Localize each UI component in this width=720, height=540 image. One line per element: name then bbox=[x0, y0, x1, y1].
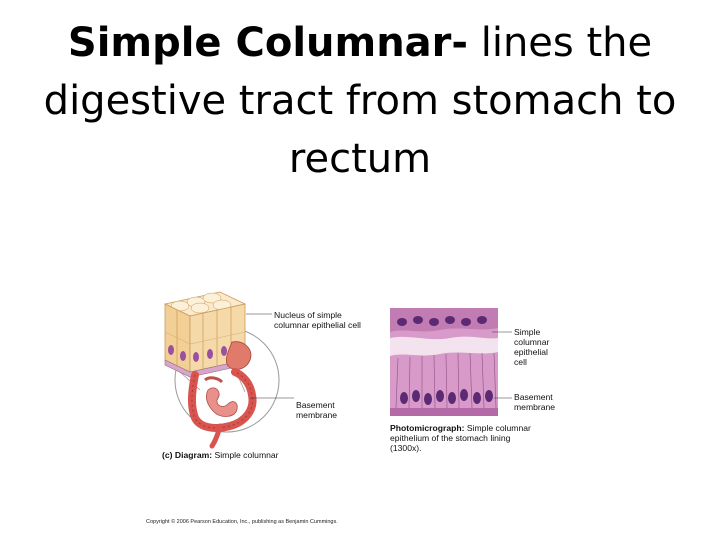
label-photo-basement-membrane: Basement membrane bbox=[514, 392, 556, 412]
digestive-tract-illustration bbox=[188, 341, 257, 449]
diagram-caption: (c) Diagram: Simple columnar bbox=[162, 450, 279, 460]
title-line1-rest: lines the bbox=[468, 20, 653, 66]
title-line3: rectum bbox=[288, 136, 432, 182]
label-nucleus: Nucleus of simple columnar epithelial ce… bbox=[274, 310, 361, 330]
copyright-notice: Copyright © 2006 Pearson Education, Inc.… bbox=[146, 519, 338, 525]
label-basement-membrane: Basement membrane bbox=[296, 400, 338, 420]
figure-panel: Nucleus of simple columnar epithelial ce… bbox=[150, 280, 580, 530]
slide-title: Simple Columnar- lines the digestive tra… bbox=[20, 14, 700, 188]
photomicrograph-image bbox=[390, 308, 498, 416]
photomicrograph-caption: Photomicrograph: Simple columnar epithel… bbox=[390, 423, 531, 453]
label-simple-columnar-cell: Simple columnar epithelial cell bbox=[514, 327, 550, 367]
figure-illustration bbox=[163, 291, 512, 449]
title-bold-term: Simple Columnar- bbox=[67, 20, 468, 66]
title-line2: digestive tract from stomach to bbox=[43, 78, 677, 124]
